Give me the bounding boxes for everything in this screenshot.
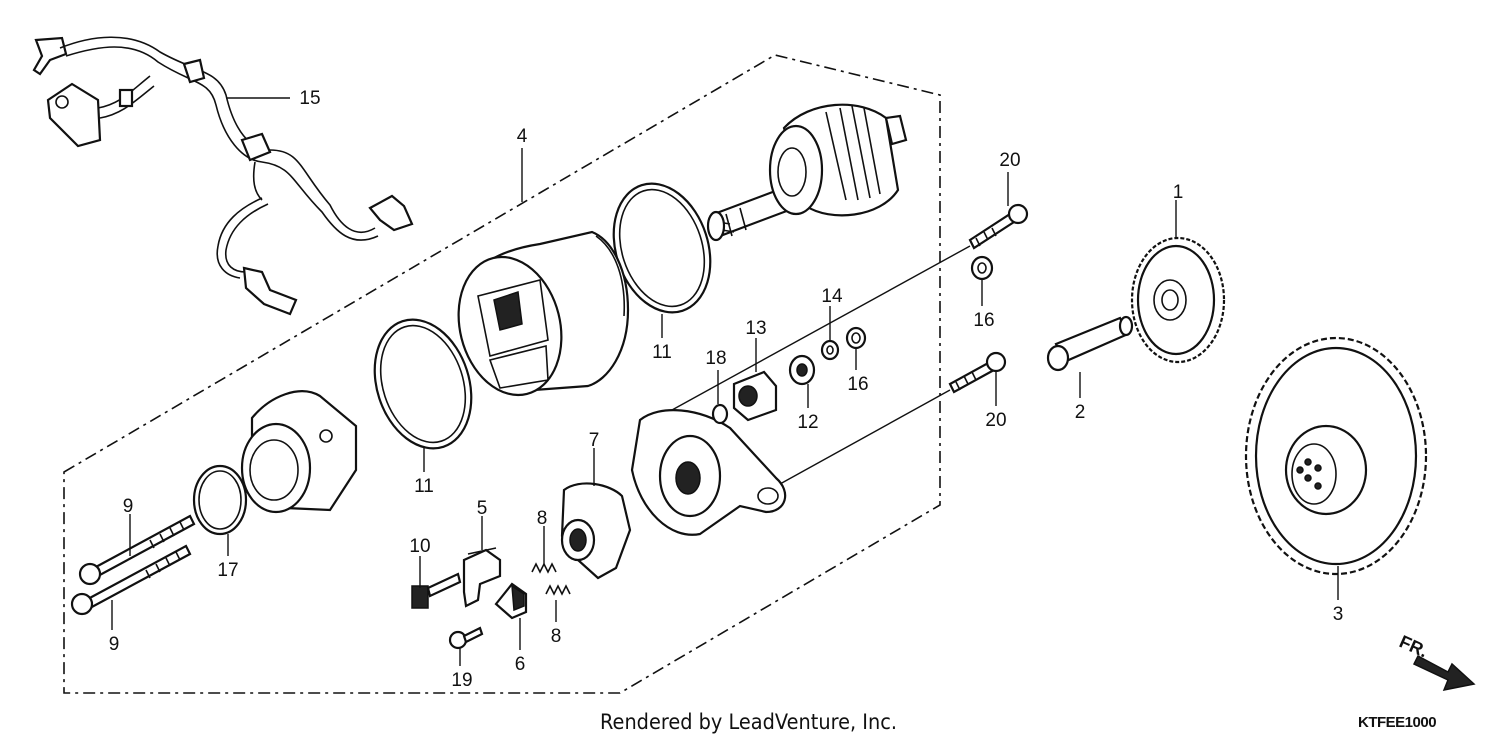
callout-19: 19 [451, 670, 472, 691]
part-14-washer [820, 339, 840, 361]
callout-7: 7 [589, 430, 600, 451]
callout-11-lower: 11 [414, 476, 434, 497]
callout-16-upper: 16 [973, 310, 994, 331]
callout-2: 2 [1075, 402, 1086, 423]
callout-14: 14 [821, 286, 843, 307]
callout-9-lower: 9 [109, 634, 120, 655]
part-17-o-ring [192, 464, 248, 536]
part-13-bushing [732, 370, 778, 422]
front-arrow-label: FR. [1396, 631, 1431, 661]
callout-labels: 1 2 3 4 5 6 7 8 8 9 9 10 11 11 12 13 14 … [109, 88, 1344, 691]
rear-cover [240, 390, 358, 514]
front-cover [630, 409, 787, 536]
part-3-driven-gear [1244, 336, 1428, 576]
callout-1: 1 [1173, 182, 1184, 203]
part-20-bolt-lower [779, 351, 1007, 485]
callout-6: 6 [515, 654, 526, 675]
motor-yoke [457, 230, 630, 397]
callout-18: 18 [705, 348, 726, 369]
diagram-code: KTFEE1000 [1358, 714, 1437, 731]
callout-10: 10 [409, 536, 430, 557]
credit-line: Rendered by LeadVenture, Inc. [600, 710, 897, 734]
callout-4: 4 [517, 126, 528, 147]
part-12-nut [788, 354, 816, 386]
part-20-bolt-upper [671, 203, 1029, 411]
part-8-springs [531, 562, 571, 596]
part-1-idle-gear [1130, 236, 1226, 364]
part-2-shaft [1046, 315, 1134, 372]
callout-15: 15 [299, 88, 320, 109]
part-15-wire-harness [32, 36, 414, 316]
part-16-nut-lower [845, 326, 867, 350]
callout-8-upper: 8 [537, 508, 548, 529]
part-4-armature [521, 103, 908, 242]
callout-12: 12 [797, 412, 818, 433]
assembly-boundary [63, 54, 941, 694]
callout-9-upper: 9 [123, 496, 134, 517]
leader-lines [111, 172, 1339, 666]
part-7-brush-plate [560, 482, 632, 580]
part-11-o-ring-lower [373, 318, 473, 450]
front-direction-arrow: FR. [1396, 631, 1476, 692]
part-5-brush-holder [462, 547, 502, 608]
part-18-washer [711, 403, 729, 425]
part-6-brush [494, 582, 528, 620]
callout-13: 13 [745, 318, 766, 339]
part-10-terminal [411, 572, 462, 609]
callout-20-lower: 20 [985, 410, 1006, 431]
callout-17: 17 [217, 560, 238, 581]
callout-16-lower: 16 [847, 374, 868, 395]
part-19-screw [448, 626, 484, 650]
callout-20-upper: 20 [999, 150, 1020, 171]
callout-5: 5 [477, 498, 488, 519]
callout-11-upper: 11 [652, 342, 672, 363]
part-16-nut-upper [970, 255, 994, 281]
callout-3: 3 [1333, 604, 1344, 625]
part-9-bolts [70, 514, 196, 616]
callout-8-lower: 8 [551, 626, 562, 647]
